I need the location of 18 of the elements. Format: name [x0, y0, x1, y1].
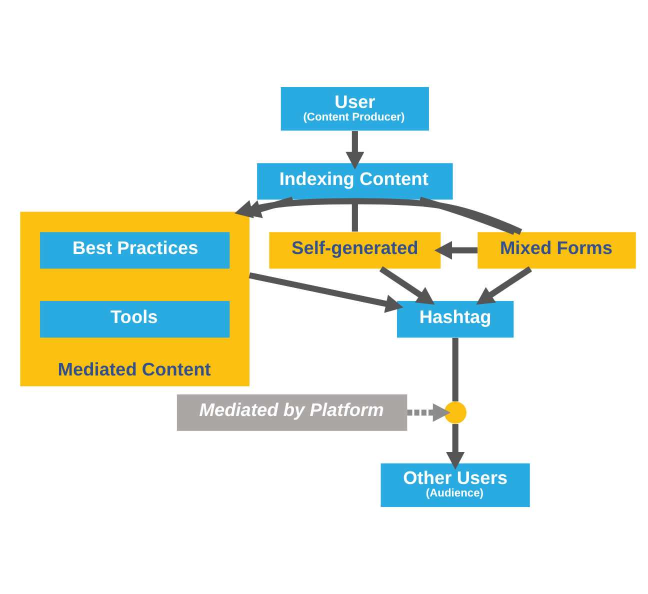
- arrow: [248, 272, 404, 313]
- node-box: Other Users (Audience): [380, 463, 530, 507]
- node-box: Best Practices: [40, 232, 230, 269]
- node-box: User (Content Producer): [280, 87, 429, 131]
- node-circle: [444, 401, 466, 424]
- node-box: Mediated by Platform: [176, 394, 408, 431]
- arrow: [446, 424, 465, 470]
- arrow: [346, 131, 364, 170]
- node-box: Hashtag: [397, 301, 514, 338]
- connector: [419, 196, 516, 235]
- arrow: [407, 403, 451, 422]
- connector: [452, 338, 458, 402]
- node-box: Self-generated: [269, 232, 441, 269]
- arrow: [476, 266, 532, 305]
- node-box: Mixed Forms: [478, 232, 636, 269]
- node-box: Indexing Content: [257, 163, 453, 200]
- node-box: Tools: [40, 301, 230, 338]
- arrow: [434, 241, 478, 260]
